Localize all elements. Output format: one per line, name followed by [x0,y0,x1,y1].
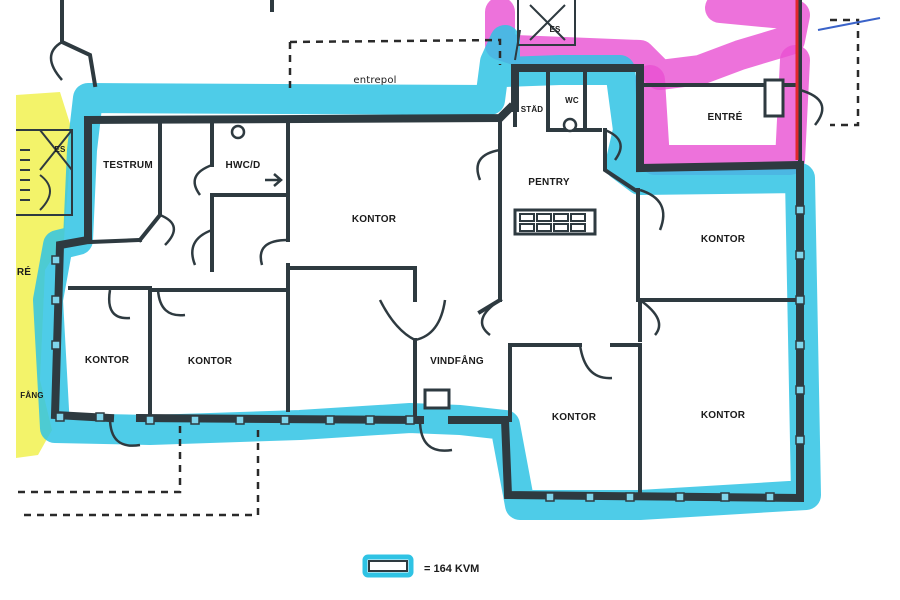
window-mark [585,492,595,502]
label-re-left: RÉ [17,265,31,278]
window-mark [675,492,685,502]
label-testrum: TESTRUM [103,160,153,171]
mat-icon [423,388,451,410]
window-mark [51,295,61,305]
label-hwc: HWC/D [226,160,261,171]
label-kontor-bottom-right: KONTOR [701,410,746,421]
label-vindfang: VINDFÅNG [430,354,484,367]
window-mark [51,340,61,350]
label-pentry: PENTRY [528,177,570,188]
left-stairs [16,129,73,216]
dashed-bottom-outline [18,425,182,494]
window-mark [795,435,805,445]
toilet-icon [562,117,578,133]
window-mark [545,492,555,502]
label-kontor-left-1: KONTOR [85,355,130,366]
dashed-bottom-outline-2 [18,430,260,517]
door-swings [107,88,824,452]
window-mark [145,415,155,425]
label-es-left: ES [54,145,66,154]
dashed-right-top [830,18,860,127]
magenta-highlight-area-2 [635,45,810,175]
highlight-layer [16,0,821,520]
windows [51,205,805,502]
blue-pen-stroke [817,17,881,31]
cyan-highlight-outline [33,25,821,520]
sink-icon [230,124,246,140]
room-labels: TESTRUM HWC/D KONTOR PENTRY STÄD WC ENTR… [17,25,746,423]
label-kontor-bottom-mid: KONTOR [552,412,597,423]
window-mark [795,295,805,305]
label-fang-left: FÅNG [20,391,43,400]
label-es-top: ES [549,25,561,34]
legend: = 164 KVM [362,554,479,578]
window-mark [280,415,290,425]
label-kontor-right-top: KONTOR [701,234,746,245]
window-mark [795,250,805,260]
dashed-boundaries [18,18,860,517]
window-mark [365,415,375,425]
label-stad: STÄD [521,105,544,114]
window-mark [325,415,335,425]
window-mark [190,415,200,425]
window-mark [795,385,805,395]
window-mark [720,492,730,502]
legend-swatch [362,554,414,578]
window-mark [795,205,805,215]
window-mark [55,412,65,422]
dashed-entrance-top [289,38,502,65]
fixtures [230,78,785,410]
label-kontor-center: KONTOR [352,214,397,225]
label-entre-right: ENTRÉ [708,110,743,123]
window-mark [235,415,245,425]
window-mark [51,255,61,265]
coat-rack-icon [763,78,785,118]
window-mark [95,412,105,422]
window-mark [795,340,805,350]
label-entrepool: entrepol [353,75,396,86]
top-stairs [514,0,576,61]
exterior-top-left [49,0,274,88]
window-mark [405,415,415,425]
window-mark [625,492,635,502]
label-kontor-left-2: KONTOR [188,356,233,367]
arrow-icon [265,173,283,187]
window-mark [765,492,775,502]
legend-text: = 164 KVM [424,563,479,575]
kitchen-stove-icon [519,213,586,232]
label-wc: WC [565,96,579,105]
